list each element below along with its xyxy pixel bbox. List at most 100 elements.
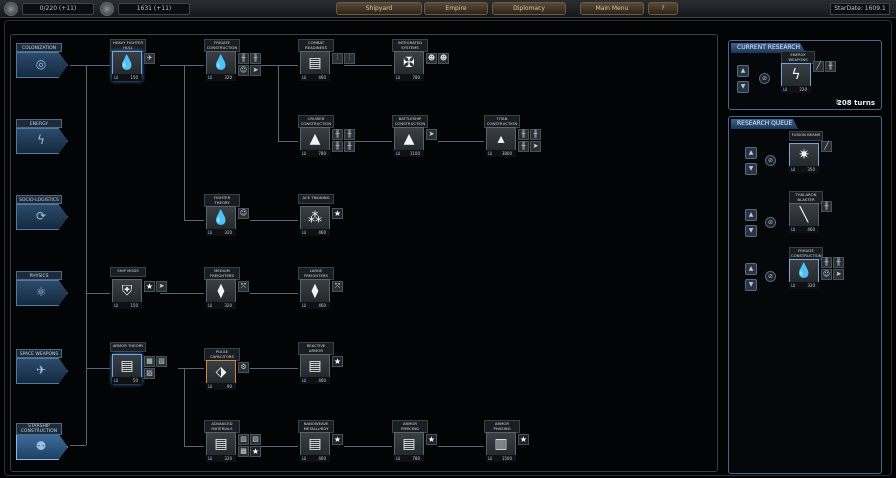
ship-icon: ⪢ — [835, 97, 841, 107]
wings-icon: ✠ — [403, 55, 415, 71]
weapon-icon: ╫ — [518, 141, 529, 152]
armor-plate-icon: ▨ — [250, 434, 261, 445]
credits-icon — [4, 2, 18, 16]
crew-icon: ☺ — [238, 208, 249, 219]
category-physics[interactable]: PHYSICS ⚛ — [16, 271, 68, 306]
weapon-icon: ╫ — [250, 53, 261, 64]
queue-remove-button[interactable]: ⊘ — [765, 271, 776, 282]
armor-plate-icon: ▨ — [144, 368, 155, 379]
cruiser-icon: ▲ — [309, 131, 321, 147]
queue-down-button[interactable]: ▼ — [745, 279, 757, 291]
socio-icon: ⟳ — [35, 209, 47, 223]
remove-button[interactable]: ⊘ — [759, 73, 770, 84]
crew-icon: ☺ — [821, 269, 832, 280]
crew-icon: ☺ — [238, 65, 249, 76]
top-bar: 0/220 (+11) 1631 (+11) Shipyard Empire D… — [0, 0, 896, 18]
weapon-icon: ╱ — [813, 61, 824, 72]
weapon-icon: ╱ — [821, 141, 832, 152]
physics-icon: ⚛ — [35, 285, 47, 299]
armor-plate-icon: ▧ — [238, 434, 249, 445]
armor-icon: ▤ — [402, 436, 416, 452]
weapon-icon: ╫ — [344, 141, 355, 152]
starship-icon: ⚉ — [35, 439, 47, 453]
diplomacy-button[interactable]: Diplomacy — [492, 2, 566, 15]
queue-remove-button[interactable]: ⊘ — [765, 155, 776, 166]
drop-icon: 💧 — [118, 55, 136, 71]
star-icon: ★ — [332, 208, 343, 219]
drop-icon: 💧 — [212, 55, 230, 71]
queue-up-button[interactable]: ▲ — [745, 147, 757, 159]
weapon-icon: ╫ — [332, 129, 343, 140]
help-button[interactable]: ? — [648, 2, 678, 15]
blaster-icon: ╲ — [799, 207, 809, 223]
queue-up-button[interactable]: ▲ — [745, 209, 757, 221]
fighter-icon: ✈ — [144, 53, 155, 64]
drops-icon: 💧 — [212, 210, 230, 226]
queue-down-button[interactable]: ▼ — [745, 225, 757, 237]
stars-icon: ⁂ — [308, 210, 322, 226]
battleship-icon: ▲ — [403, 131, 415, 147]
weapon-icon: ╫ — [833, 257, 844, 268]
research-icon — [100, 2, 114, 16]
resource-credits: 0/220 (+11) — [22, 3, 94, 15]
armor-icon: ▤ — [308, 358, 322, 374]
category-colonization[interactable]: COLONIZATION ◎ — [16, 43, 68, 78]
armor-plate-icon: ▩ — [238, 446, 249, 457]
star-icon: ★ — [250, 446, 261, 457]
turns-remaining: 208 turns — [837, 99, 875, 107]
move-down-button[interactable]: ▼ — [737, 81, 749, 93]
weapon-icon: ╫ — [238, 53, 249, 64]
category-starship-construction[interactable]: STARSHIP CONSTRUCTION ⚉ — [16, 423, 68, 460]
module-icon: ⫶ — [344, 53, 355, 64]
move-up-button[interactable]: ▲ — [737, 65, 749, 77]
stardate: StarDate: 1609.1 — [830, 3, 890, 15]
empire-button[interactable]: Empire — [424, 2, 488, 15]
main-menu-button[interactable]: Main Menu — [580, 2, 644, 15]
resource-research: 1631 (+11) — [118, 3, 190, 15]
armor-icon: ▤ — [308, 436, 322, 452]
ship-icon: ➤ — [833, 269, 844, 280]
category-socio-logistics[interactable]: SOCIO-LOGISTICS ⟳ — [16, 195, 68, 230]
star-icon: ★ — [332, 356, 343, 367]
module-icon: ⚙ — [238, 362, 249, 373]
weapon-icon: ╫ — [825, 61, 836, 72]
armor-icon: ▤ — [120, 358, 134, 374]
shipyard-button[interactable]: Shipyard — [336, 2, 422, 15]
category-energy[interactable]: ENERGY ϟ — [16, 119, 68, 154]
category-space-weapons[interactable]: SPACE WEAPONS ✈ — [16, 349, 68, 384]
freighter-icon: ⧫ — [217, 283, 225, 299]
armor-plate-icon: ▦ — [144, 356, 155, 367]
crew-icon: ☻ — [426, 53, 437, 64]
queue-remove-button[interactable]: ⊘ — [765, 217, 776, 228]
freighter-ship-icon: ⤧ — [332, 281, 343, 292]
queue-down-button[interactable]: ▼ — [745, 163, 757, 175]
star-icon: ★ — [144, 281, 155, 292]
ship-icon: ➤ — [530, 141, 541, 152]
weapon-icon: ╫ — [530, 129, 541, 140]
queue-up-button[interactable]: ▲ — [745, 263, 757, 275]
energy-icon: ϟ — [37, 133, 45, 147]
